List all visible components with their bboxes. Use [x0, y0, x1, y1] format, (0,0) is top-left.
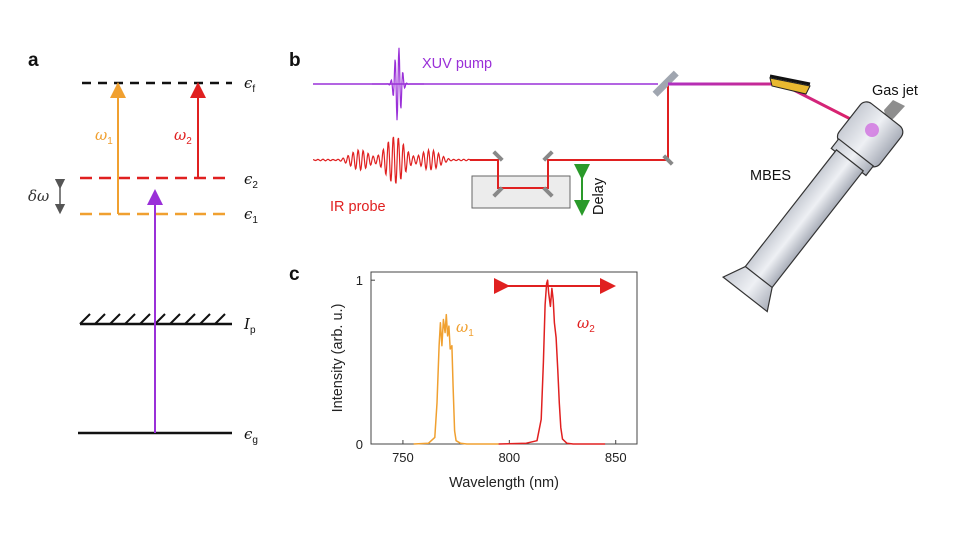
mbes-label: MBES: [750, 168, 791, 184]
plot-frame: [370, 271, 638, 445]
recombination-mirror: [652, 70, 679, 97]
y-axis-label: Intensity (arb. u.): [330, 304, 346, 413]
level-eg-label: ϵg: [244, 425, 258, 446]
mirror-5: [662, 154, 674, 166]
x-tick-label: 800: [498, 450, 520, 465]
xuv-pulse: [372, 47, 424, 121]
x-axis-ticks: 750 800 850: [392, 440, 627, 465]
ir-beam-path: [470, 84, 669, 189]
mirror-2: [542, 150, 554, 162]
focusing-mirror-backing: [769, 74, 811, 86]
level-e1-label: ϵ1: [244, 205, 258, 226]
ip-hatching: [79, 313, 226, 325]
level-ip-label: Ip: [243, 315, 256, 336]
panel-label-c: c: [289, 264, 300, 285]
omega2-label: ω2: [174, 126, 192, 147]
mirror-4: [542, 186, 554, 198]
mirror-3: [492, 186, 504, 198]
panel-label-b: b: [289, 50, 301, 71]
ir-pulse: [313, 136, 471, 184]
y-tick-label: 0: [356, 437, 363, 452]
gas-jet-label: Gas jet: [872, 83, 918, 99]
experimental-setup: XUV pump IR probe Delay Gas jet: [313, 47, 918, 313]
xuv-pump-label: XUV pump: [422, 56, 492, 72]
energy-level-diagram: ϵf ϵ2 ϵ1 Ip ϵg ω1 ω2 δω: [28, 74, 258, 446]
x-axis-label: Wavelength (nm): [449, 475, 559, 491]
y-tick-label: 1: [356, 273, 363, 288]
level-ef-label: ϵf: [244, 74, 255, 95]
level-e2-label: ϵ2: [244, 170, 258, 191]
panel-label-a: a: [28, 50, 39, 71]
delay-label: Delay: [591, 177, 607, 215]
series-line-1: [413, 313, 499, 445]
delay-stage: [471, 175, 571, 209]
ir-probe-label: IR probe: [330, 199, 386, 215]
combined-beam: [668, 82, 873, 132]
delta-omega-label: δω: [28, 187, 49, 205]
mbes-spectrometer: [721, 101, 904, 313]
series-line-2: [498, 279, 606, 445]
omega1-label: ω1: [95, 126, 113, 147]
spectrum-series: [413, 279, 606, 445]
mirror-1: [492, 150, 504, 162]
focusing-mirror: [769, 77, 811, 95]
x-tick-label: 750: [392, 450, 414, 465]
annotation-omega2: ω2: [577, 314, 595, 335]
interaction-spot: [865, 123, 879, 137]
x-tick-label: 850: [605, 450, 627, 465]
annotation-omega1: ω1: [456, 318, 474, 339]
y-axis-ticks: 01: [356, 273, 375, 452]
